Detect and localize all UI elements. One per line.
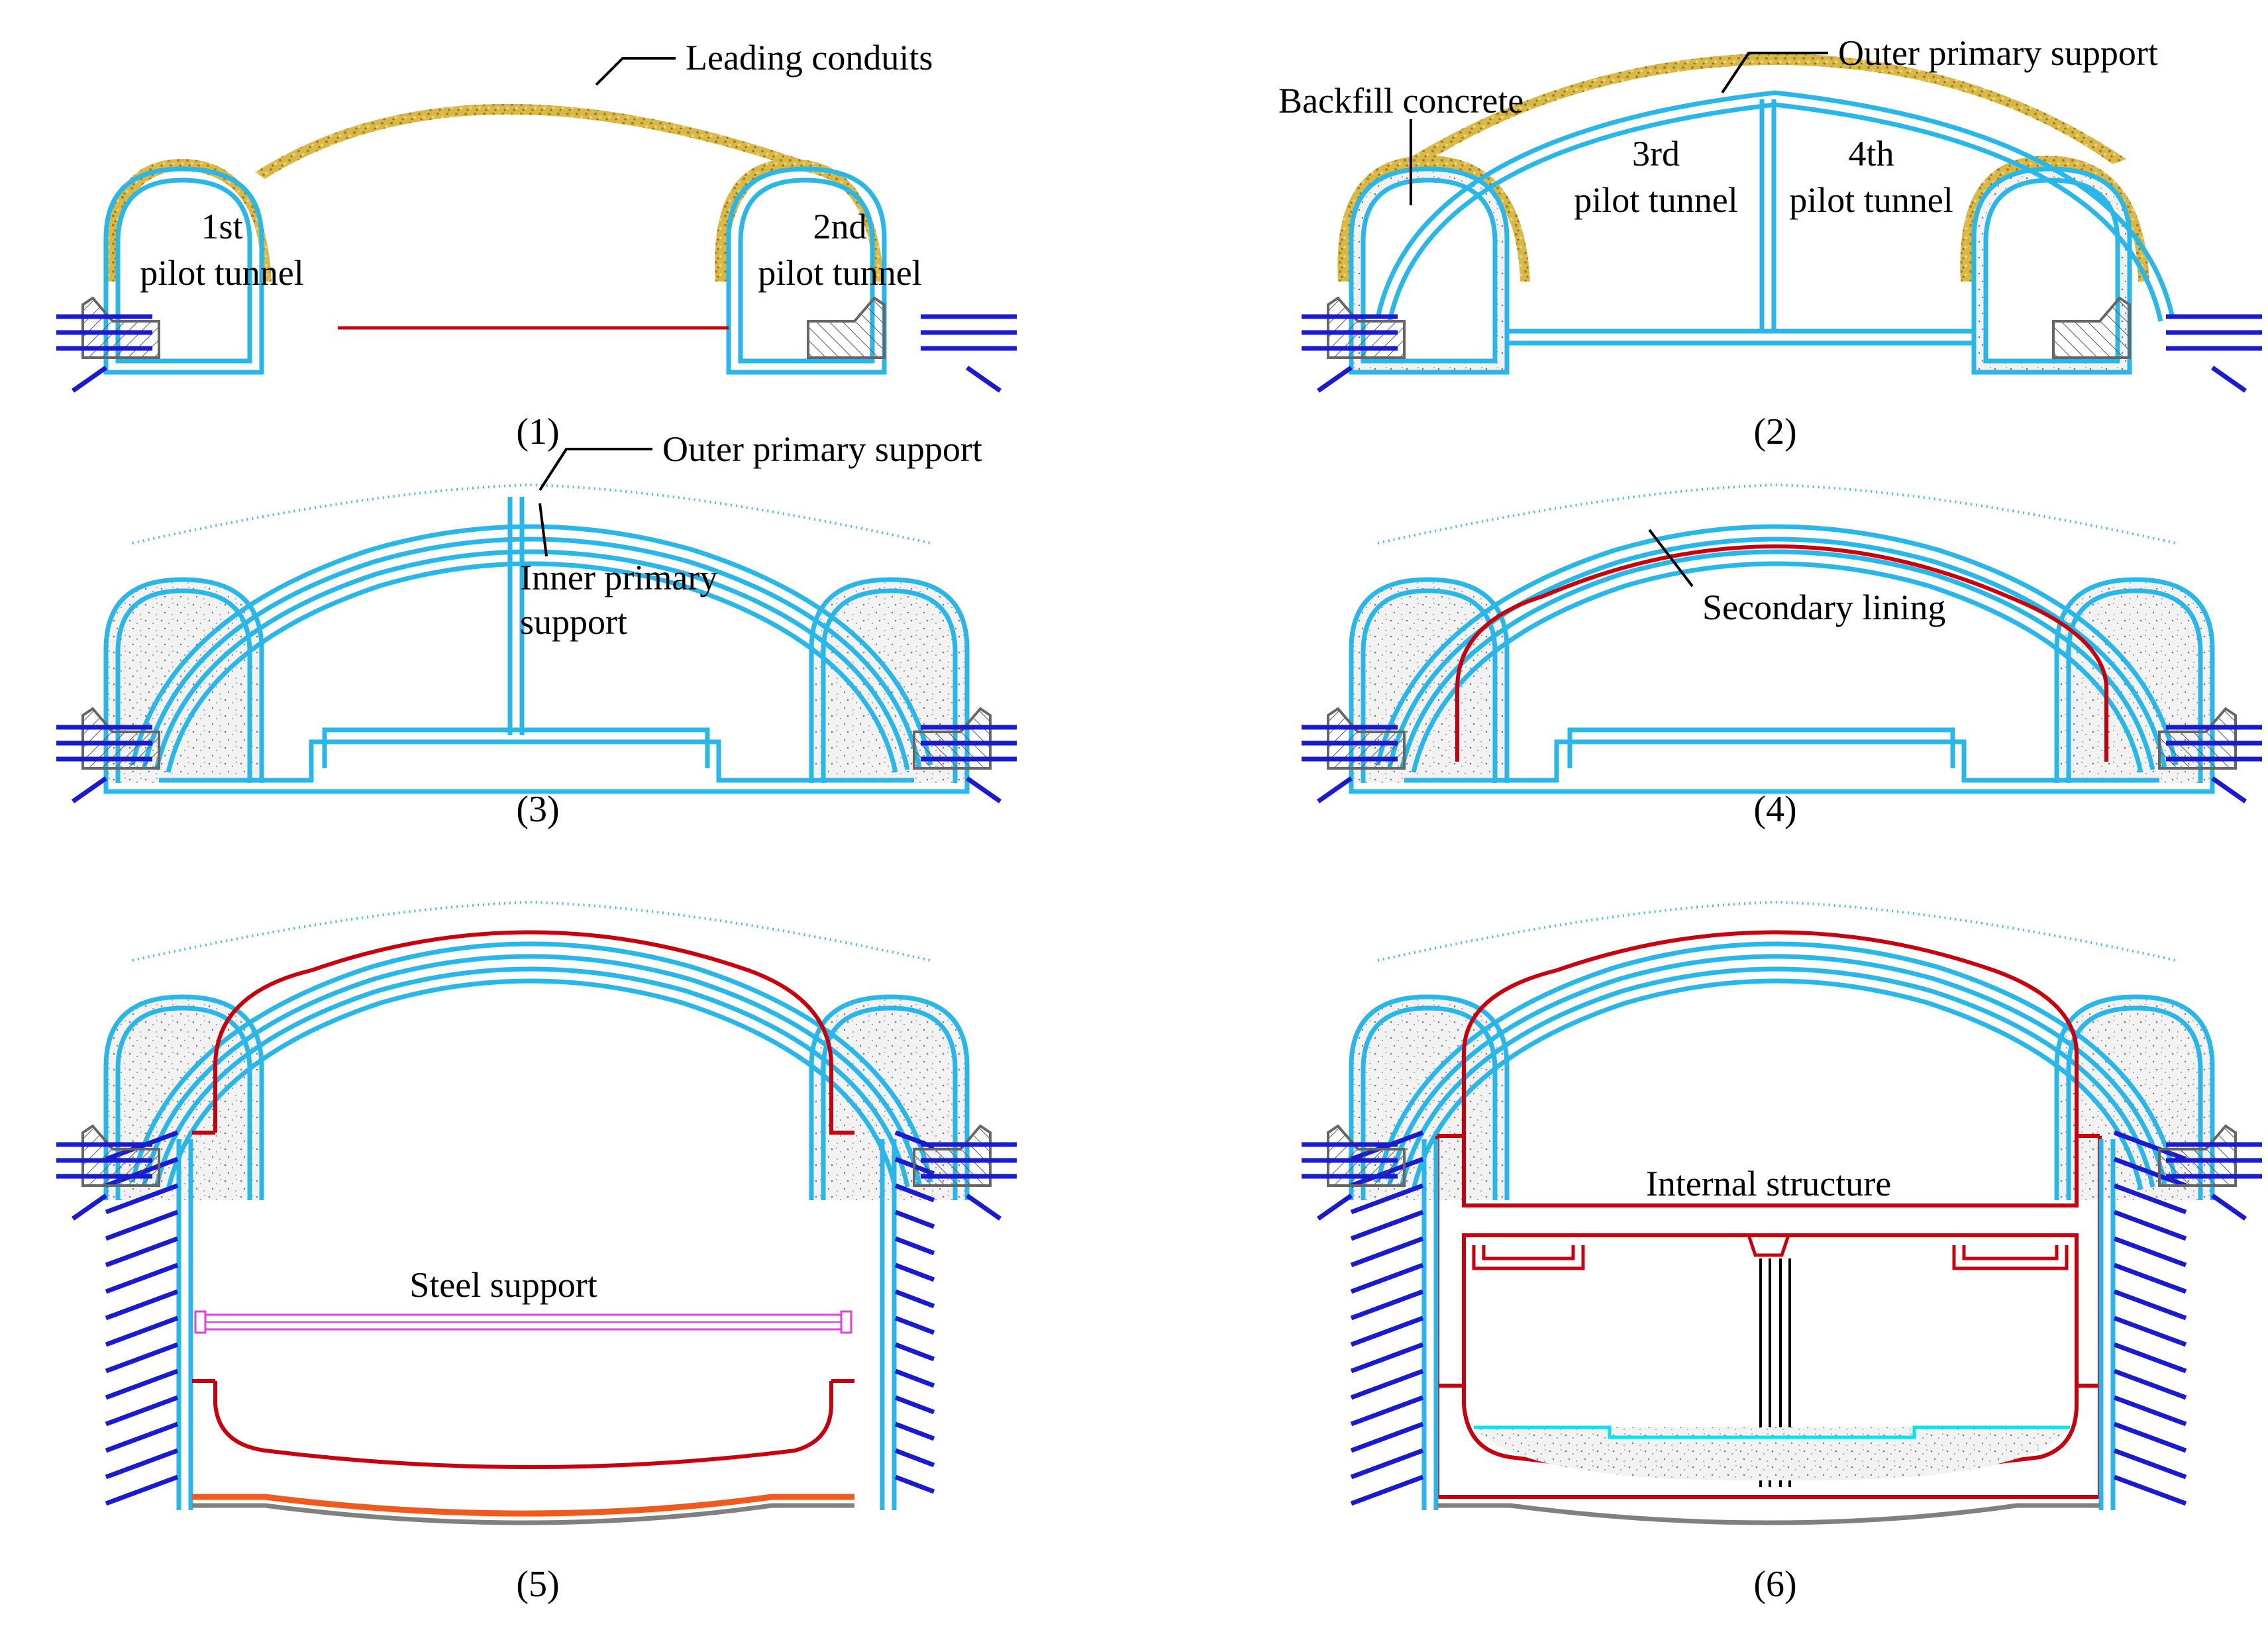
leader-secondary-lining	[1648, 529, 1694, 587]
label-pilot-4-a: 4th	[1848, 134, 1894, 174]
invert-layer	[192, 1494, 854, 1517]
panel-2: Outer primary support Backfill concrete …	[1278, 33, 2262, 452]
anchors-right	[921, 317, 1017, 391]
label-pilot-1-b: pilot tunnel	[140, 253, 303, 293]
invert-fill-line	[1474, 1425, 2070, 1439]
bottom-slab-outer	[1349, 783, 2215, 794]
caption-1: (1)	[516, 411, 559, 452]
center-columns	[1759, 1258, 1791, 1487]
bottom-slab-outer	[103, 783, 970, 794]
label-steel-support: Steel support	[409, 1265, 597, 1305]
rock-bolts-left	[1350, 1130, 1424, 1506]
secondary-lining-arch	[213, 930, 854, 1135]
panel-1: Leading conduits 1st pilot tunnel 2nd pi…	[56, 38, 1017, 452]
side-walls	[176, 1139, 897, 1510]
label-inner-primary-support-b: support	[520, 602, 627, 642]
secondary-lining	[1455, 544, 2108, 762]
left-box-inner	[1482, 1245, 1575, 1260]
label-secondary-lining: Secondary lining	[1702, 587, 1945, 627]
pilot-tunnel-1-inner	[115, 178, 252, 364]
invert-backfill	[1474, 1427, 2070, 1481]
leader-conduits	[595, 57, 676, 86]
right-box-inner	[1962, 1245, 2059, 1260]
caption-5: (5)	[516, 1564, 559, 1605]
waterproof-layer	[1437, 1503, 2100, 1525]
label-pilot-2-b: pilot tunnel	[758, 253, 921, 293]
caption-4: (4)	[1753, 789, 1796, 830]
foot-right	[807, 297, 886, 359]
label-backfill-concrete: Backfill concrete	[1278, 81, 1523, 121]
left-box	[1472, 1245, 1585, 1270]
pilot-tunnel-2-outer	[726, 166, 887, 375]
anchors-right	[2166, 317, 2262, 391]
bottom-slab-step	[1567, 727, 1955, 768]
conduits-arch	[1408, 53, 2126, 166]
center-column-head	[1747, 1235, 1790, 1257]
panel-4: Secondary lining (4)	[1302, 485, 2262, 830]
pilot-tunnel-2-inner	[738, 178, 875, 364]
label-outer-primary-support: Outer primary support	[1838, 33, 2158, 73]
panel-5: Steel support (5)	[56, 902, 1017, 1605]
bottom-slab-inner	[159, 739, 914, 783]
panel-3: Outer primary support Inner primary supp…	[56, 429, 1017, 830]
label-internal-structure: Internal structure	[1646, 1164, 1891, 1203]
caption-6: (6)	[1753, 1564, 1796, 1605]
label-pilot-3-b: pilot tunnel	[1574, 180, 1737, 220]
leader-inner-support	[539, 503, 548, 557]
label-leading-conduits: Leading conduits	[686, 38, 933, 77]
label-pilot-2-a: 2nd	[813, 207, 867, 246]
label-inner-primary-support-a: Inner primary	[520, 558, 717, 597]
conduits-arch	[255, 103, 815, 179]
side-walls	[1421, 1139, 2116, 1510]
outer-arch-a	[1375, 90, 2175, 319]
label-outer-primary-support: Outer primary support	[662, 429, 982, 469]
upper-structure	[1462, 930, 2079, 1207]
leader-outer-support	[1721, 52, 1828, 94]
rock-bolts-right	[894, 1130, 935, 1494]
bottom-slab-inner	[1404, 739, 2159, 783]
caption-3: (3)	[516, 789, 559, 830]
caption-2: (2)	[1753, 411, 1796, 452]
leader-outer-support	[539, 448, 652, 491]
label-pilot-4-b: pilot tunnel	[1789, 180, 1953, 220]
steel-support	[194, 1310, 852, 1334]
waterproof-layer	[192, 1503, 854, 1525]
label-pilot-3-a: 3rd	[1632, 134, 1680, 174]
bottom-slab-step	[322, 727, 710, 768]
panel-6: Internal structure (6)	[1302, 902, 2262, 1605]
right-box	[1952, 1245, 2069, 1270]
invert-lining	[213, 1381, 833, 1469]
pilot-tunnel-1-outer	[103, 166, 264, 375]
label-pilot-1-a: 1st	[201, 207, 242, 246]
